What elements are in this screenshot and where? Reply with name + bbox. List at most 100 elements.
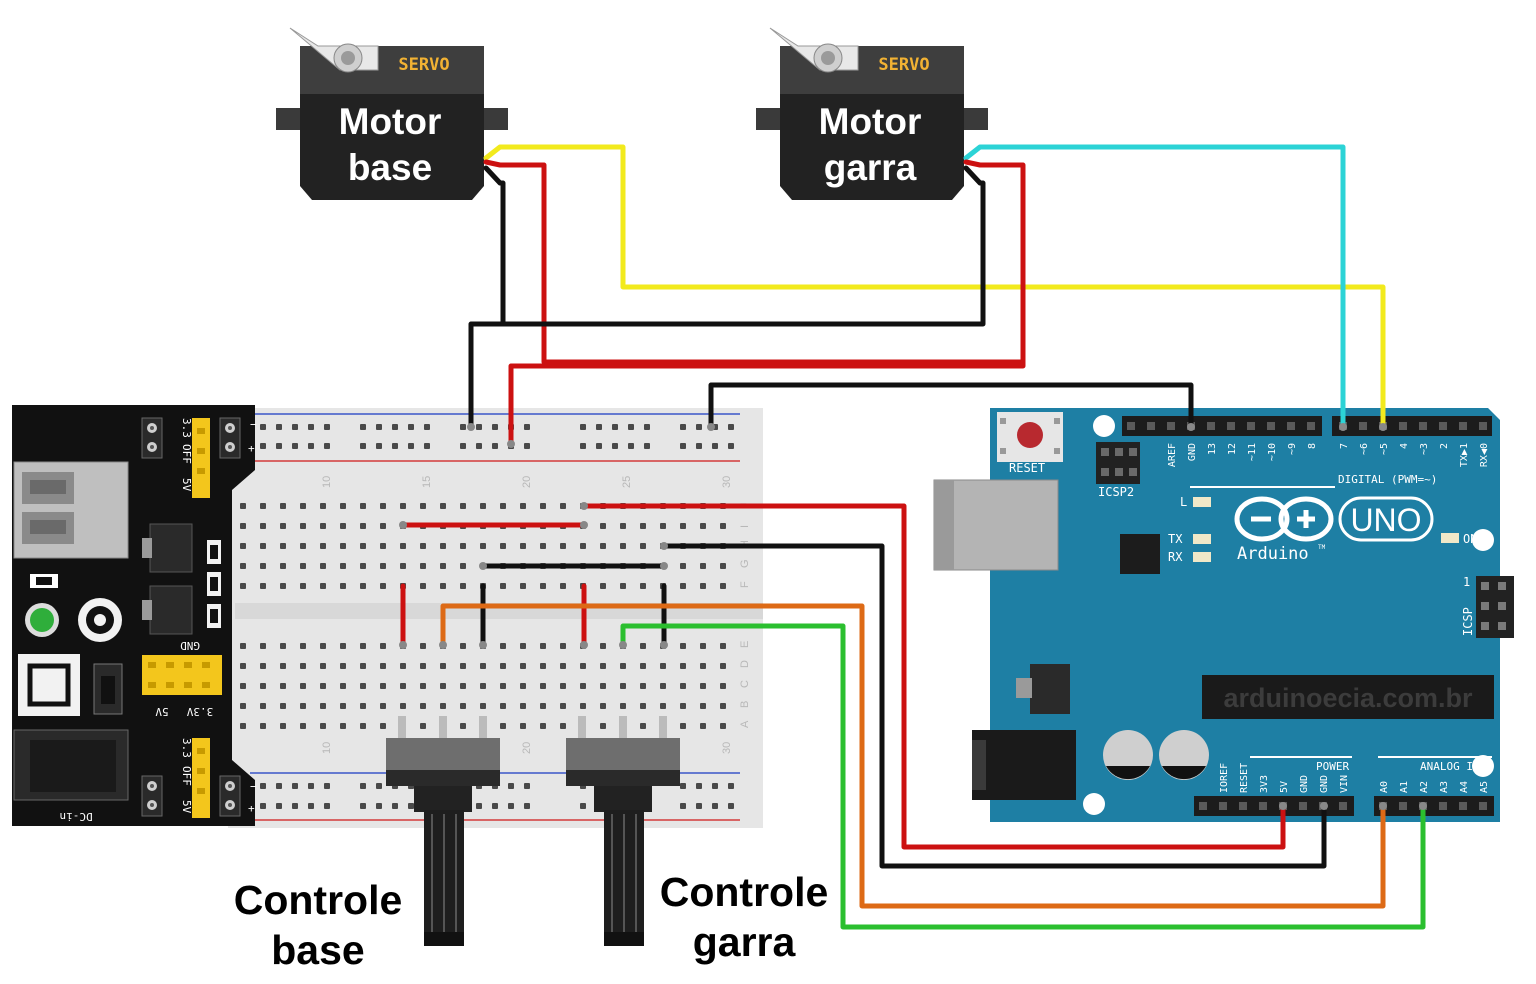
breadboard-terminal-holes [240,503,726,729]
breadboard-hole [540,543,546,549]
analog-pin-hole [1439,802,1447,810]
breadboard-hole [380,683,386,689]
wire-endpoint [1187,423,1195,431]
bottom-plus-label: + [248,802,255,815]
led-rx-label: RX [1168,550,1183,564]
breadboard-hole [520,683,526,689]
bb-row-a: A [739,720,751,728]
rail-hole [696,783,702,789]
breadboard-hole [520,703,526,709]
arduino-infinity-logo-icon [1234,496,1334,542]
digital-pin-label: ~3 [1419,443,1430,455]
power-pin-header [1194,796,1354,816]
breadboard-hole [320,643,326,649]
breadboard-hole [420,663,426,669]
breadboard-hole [240,723,246,729]
voltage-jumper-top[interactable] [192,418,210,498]
breadboard-hole [420,543,426,549]
rail-hole [408,424,414,430]
pot-garra-label-line1: Controle [660,869,829,915]
breadboard-hole [240,683,246,689]
digital-pin-label: RX◀0 [1479,443,1490,467]
breadboard-hole [320,583,326,589]
rail-hole [260,443,266,449]
breadboard-hole [340,543,346,549]
bb-row-e: E [739,641,751,648]
breadboard-hole [500,703,506,709]
breadboard-hole [680,583,686,589]
digital-pin-hole [1127,422,1135,430]
breadboard-hole [680,643,686,649]
breadboard-hole [260,683,266,689]
reset-button[interactable] [997,412,1063,462]
breadboard-hole [380,543,386,549]
bb-row-g: G [739,559,751,568]
breadboard-hole [280,683,286,689]
rail-hole [276,803,282,809]
wire-endpoint [1339,423,1347,431]
wire-endpoint [1379,423,1387,431]
breadboard-hole [380,723,386,729]
rail-hole [680,443,686,449]
wire-endpoint [707,423,715,431]
breadboard-hole [620,663,626,669]
breadboard-hole [440,543,446,549]
bottom-5v-label: 5V [180,800,193,814]
breadboard-hole [240,563,246,569]
breadboard-hole [500,723,506,729]
power-pin-label: 3V3 [1259,775,1270,793]
breadboard-hole [720,703,726,709]
breadboard-hole [440,663,446,669]
power-pin-hole [1199,802,1207,810]
rail-hole [392,803,398,809]
power-pin-label: RESET [1239,763,1250,793]
digital-pin-label: 7 [1339,443,1350,449]
wire-endpoint [479,641,487,649]
wire-black-gnd-arduino [708,382,1194,430]
breadboard-hole [240,663,246,669]
bb-col-25-top: 25 [621,476,633,488]
power-button[interactable] [18,654,80,716]
breadboard-hole [280,583,286,589]
breadboard-hole [360,523,366,529]
breadboard-hole [340,583,346,589]
bb-col-10-bottom: 10 [321,742,333,754]
led-tx-label: TX [1168,532,1183,546]
breadboard-hole [400,703,406,709]
bb-col-20-bottom: 20 [521,742,533,754]
potentiometer-base[interactable] [386,716,500,946]
breadboard-hole [240,583,246,589]
breadboard-hole [640,543,646,549]
wire-endpoint [580,641,588,649]
servo-garra-line2: garra [824,147,917,188]
breadboard-hole [640,583,646,589]
breadboard-hole [560,723,566,729]
breadboard-hole [320,663,326,669]
breadboard-hole [720,683,726,689]
rail-hole [508,783,514,789]
analog-pin-header [1374,796,1494,816]
voltage-jumper-bottom[interactable] [192,738,210,818]
top-off-label: OFF [180,444,193,464]
watermark-text: arduinoecia.com.br [1223,683,1473,713]
breadboard-hole [480,703,486,709]
bb-col-30-top: 30 [721,476,733,488]
potentiometer-garra[interactable] [566,716,680,946]
breadboard-hole [400,683,406,689]
digital-pin-label: ~5 [1379,443,1390,455]
breadboard-hole [260,723,266,729]
breadboard-hole [400,503,406,509]
rail-hole [580,443,586,449]
rail-hole [376,783,382,789]
icsp2-header [1096,442,1140,484]
capacitor-icon [1159,730,1209,780]
breadboard-hole [320,543,326,549]
rail-hole [696,424,702,430]
dc-in-label: DC-in [59,810,92,823]
breadboard-hole [540,503,546,509]
breadboard-hole [300,643,306,649]
digital-pin-label: GND [1187,443,1198,461]
breadboard-hole [460,723,466,729]
rail-hole [276,424,282,430]
